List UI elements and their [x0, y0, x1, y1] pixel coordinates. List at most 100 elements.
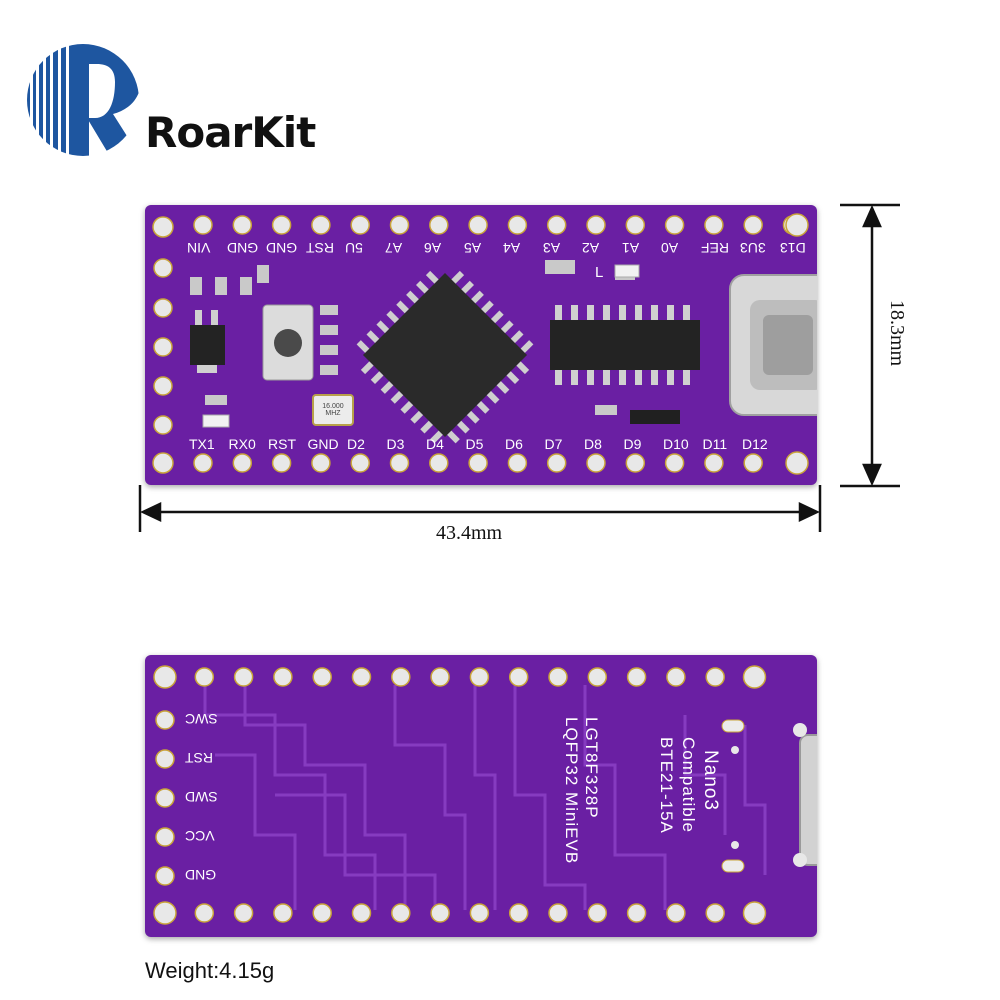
pin-pad — [626, 903, 647, 923]
pin-pad — [548, 667, 568, 687]
pin-pad — [705, 667, 725, 687]
chip-pin — [370, 371, 384, 384]
pin-pad — [743, 215, 763, 235]
chip-pin — [451, 270, 465, 284]
weight-label: Weight:4.15g — [145, 958, 275, 983]
width-dimension-label: 18.3mm — [886, 300, 908, 367]
pin-pad — [350, 215, 370, 235]
pin-pad — [391, 667, 411, 687]
length-dimension-label: 43.4mm — [436, 522, 503, 544]
pin-pad — [233, 903, 254, 923]
chip-pin — [400, 400, 414, 414]
pin-pad — [742, 901, 767, 925]
pin-pad — [586, 215, 606, 235]
pin-pad — [389, 453, 410, 473]
nano3-text: Nano3 — [700, 750, 721, 811]
chip-pin — [416, 280, 429, 294]
chip-pin — [476, 400, 490, 414]
pin-pad — [429, 453, 449, 473]
pin-pad — [312, 903, 332, 923]
pin-pad — [507, 453, 528, 473]
chip-pin — [490, 310, 504, 324]
side-label: GND — [185, 867, 217, 883]
chip-pin — [360, 361, 374, 375]
chip-pin — [386, 310, 400, 324]
chip-pin — [466, 410, 480, 424]
side-label: RST — [185, 750, 213, 766]
pin-pad — [312, 667, 332, 687]
chip-pin — [496, 381, 510, 394]
pin-pad — [587, 903, 608, 923]
chip-pin — [486, 391, 500, 404]
side-label: SWC — [185, 711, 218, 727]
pin-pad — [232, 453, 253, 473]
pin-label: RST — [268, 436, 296, 452]
pin-pad — [311, 215, 331, 235]
pin-pad — [666, 667, 686, 687]
pin-pad — [273, 667, 293, 687]
pin-pad — [194, 903, 215, 923]
pin-pad — [664, 215, 685, 235]
chip-pin — [500, 320, 514, 334]
model-text: BTE21-15A — [657, 737, 676, 834]
pin-pad — [705, 903, 725, 923]
pin-label: D6 — [505, 436, 523, 452]
pin-pad — [587, 667, 608, 687]
pin-pad — [508, 667, 529, 687]
pin-pad — [507, 215, 528, 235]
pin-pad — [273, 903, 293, 923]
pin-pad — [743, 453, 763, 473]
chip-pin — [430, 430, 443, 444]
chip-pin — [380, 381, 394, 394]
pcb-top-artwork — [152, 213, 817, 475]
chip-pin — [510, 330, 524, 343]
chip-pin — [390, 391, 404, 404]
chip-pin — [516, 361, 530, 375]
pin-label: D3 — [386, 436, 405, 452]
pin-label: D9 — [623, 436, 642, 452]
pin-pad — [389, 215, 410, 235]
chip-pin — [366, 330, 380, 343]
roarkit-logo-icon — [27, 44, 139, 156]
chip-pin — [481, 300, 494, 314]
pin-pad — [271, 215, 292, 235]
chip-name-text: LGT8F328P — [582, 717, 601, 819]
chip-pin — [410, 410, 424, 424]
pin-label: D10 — [663, 436, 689, 452]
pcb-bottom-artwork — [153, 665, 817, 925]
crystal-label: 16.000 MHZ — [322, 403, 344, 417]
pin-pad — [311, 453, 331, 473]
chip-pin — [471, 290, 484, 304]
chip-pin — [520, 340, 534, 353]
pin-pad — [391, 903, 411, 923]
brand-name: RoarKit — [145, 108, 316, 157]
package-text: LQFP32 MiniEVB — [562, 717, 581, 865]
chip-pin — [461, 280, 474, 294]
pin-pad — [430, 903, 450, 923]
pin-pad — [704, 215, 724, 235]
chip-pin — [356, 340, 370, 353]
pin-pad — [508, 903, 529, 923]
side-label: VCC — [185, 828, 215, 844]
pin-pad — [429, 215, 449, 235]
pin-pad — [430, 667, 450, 687]
pin-label: TX1 — [189, 436, 215, 452]
chip-pin — [406, 290, 419, 304]
pin-pad — [271, 453, 292, 473]
pin-pad — [666, 903, 686, 923]
pin-pad — [468, 215, 488, 235]
pin-pad — [350, 453, 370, 473]
pin-pad — [546, 453, 567, 473]
pin-pad — [153, 665, 177, 689]
pin-pad — [469, 903, 490, 923]
pin-pad — [626, 667, 647, 687]
led-label: L — [595, 264, 604, 281]
brand-logo — [25, 40, 145, 160]
pin-pad — [153, 901, 177, 925]
chip-pin — [447, 430, 460, 444]
pin-pad — [351, 903, 372, 923]
pin-pad — [625, 453, 646, 473]
